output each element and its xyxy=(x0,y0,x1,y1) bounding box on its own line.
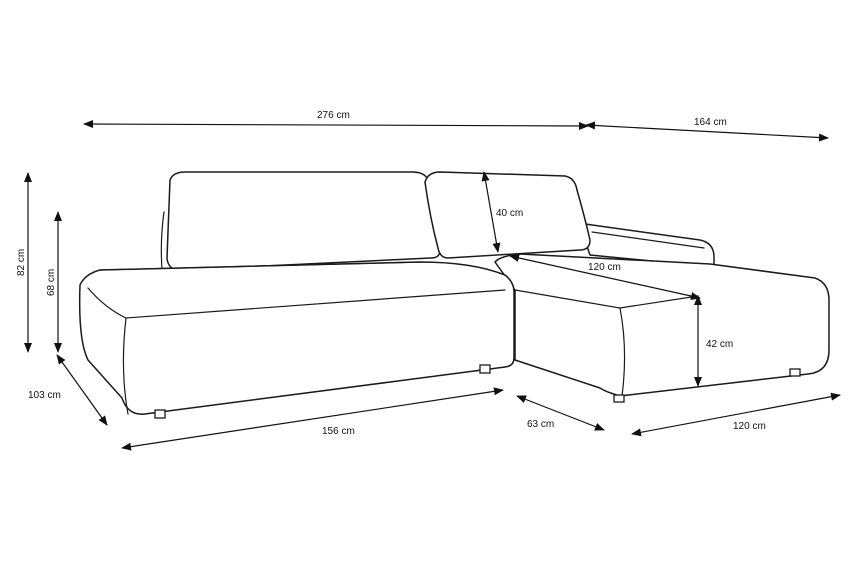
label-total-height: 82 cm xyxy=(16,249,27,276)
label-chaise-front: 120 cm xyxy=(733,421,766,432)
left-back-cushion xyxy=(166,171,441,271)
label-seat-height: 42 cm xyxy=(706,339,733,350)
label-backrest-height: 40 cm xyxy=(496,208,523,219)
foot xyxy=(479,364,491,374)
label-chaise-length: 164 cm xyxy=(694,117,727,128)
sofa-drawing xyxy=(78,171,830,419)
label-total-width: 276 cm xyxy=(317,110,350,121)
dimension-lines: 276 cm 164 cm 82 cm 68 cm 40 cm 120 cm 4… xyxy=(16,110,841,451)
foot xyxy=(789,368,801,377)
label-depth: 103 cm xyxy=(28,390,61,401)
foot xyxy=(154,409,166,419)
label-chaise-width: 63 cm xyxy=(527,419,554,430)
label-chaise-depth-inner: 120 cm xyxy=(588,262,621,273)
main-seat xyxy=(78,261,515,415)
right-back-cushion xyxy=(424,171,591,259)
label-seat-width: 156 cm xyxy=(322,426,355,437)
label-seat-side-height: 68 cm xyxy=(46,269,57,296)
chaise-seat xyxy=(494,253,830,397)
foot xyxy=(613,394,625,403)
